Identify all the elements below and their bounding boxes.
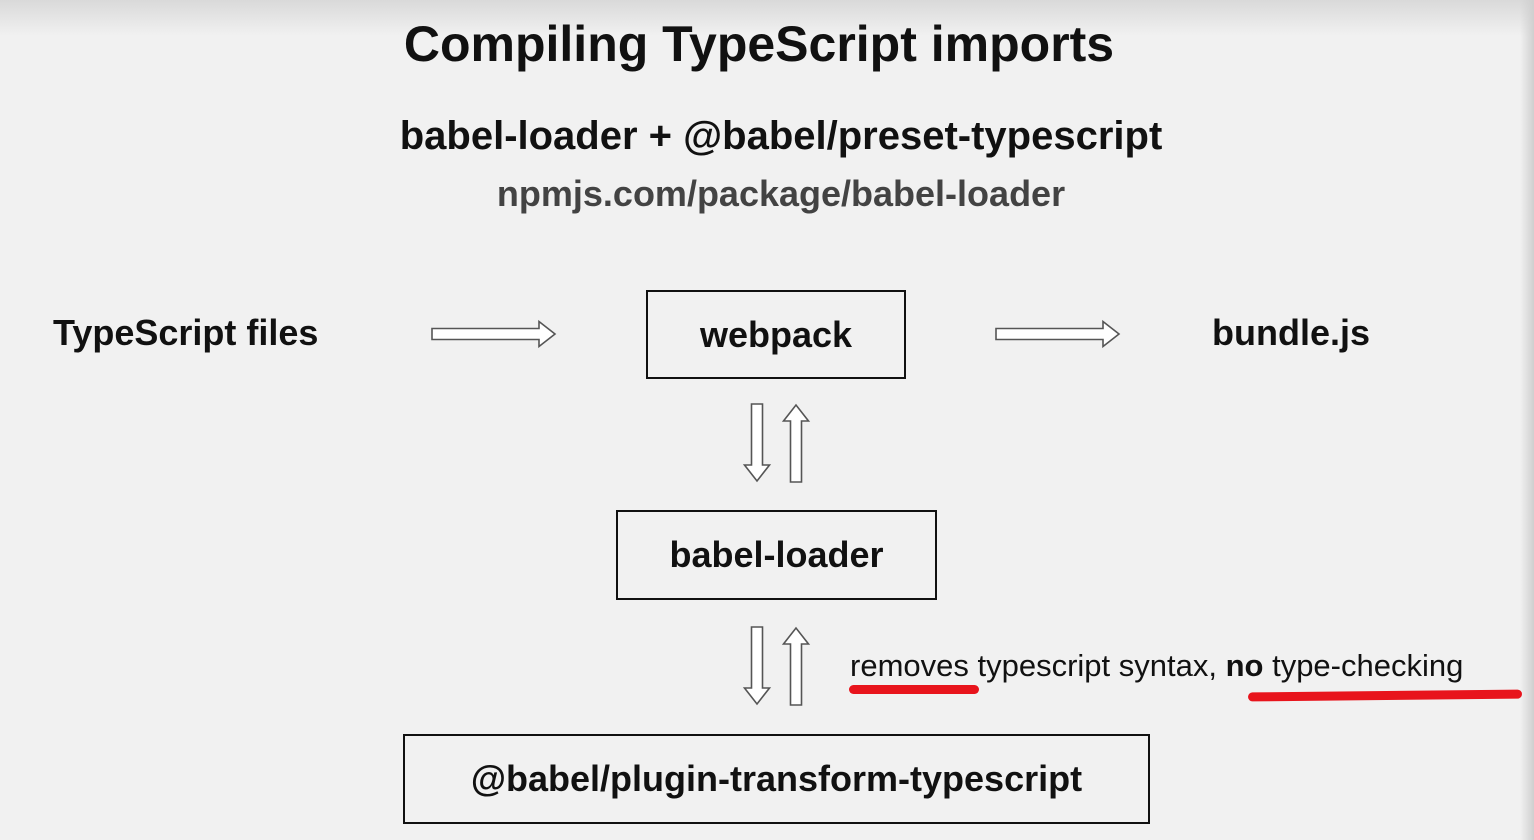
right-shadow [1520, 0, 1534, 840]
webpack-box: webpack [646, 290, 906, 379]
note-removes: removes [850, 648, 969, 683]
top-shadow [0, 0, 1534, 36]
note-end: type-checking [1263, 648, 1464, 683]
right-arrow-icon [995, 319, 1121, 349]
annotation-note: removes typescript syntax, no type-check… [850, 646, 1463, 686]
down-arrow-icon [742, 626, 772, 706]
note-no: no [1225, 648, 1264, 683]
underline-removes [849, 685, 979, 694]
slide-subtitle: babel-loader + @babel/preset-typescript [399, 114, 1163, 158]
up-arrow-icon [781, 403, 811, 483]
babel-loader-label: babel-loader [669, 534, 884, 575]
down-arrow-icon [742, 403, 772, 483]
babel-loader-box: babel-loader [616, 510, 937, 600]
up-arrow-icon [781, 626, 811, 706]
note-middle: typescript syntax, [968, 648, 1226, 683]
webpack-label: webpack [699, 313, 853, 355]
right-arrow-icon [431, 319, 557, 349]
underline-no-type-checking [1247, 689, 1523, 702]
plugin-transform-typescript-box: @babel/plugin-transform-typescript [403, 734, 1150, 824]
plugin-transform-typescript-label: @babel/plugin-transform-typescript [470, 758, 1083, 799]
typescript-files-label: TypeScript files [53, 312, 319, 353]
package-link: npmjs.com/package/babel-loader [496, 173, 1066, 214]
slide-title: Compiling TypeScript imports [403, 16, 1115, 72]
bundle-js-label: bundle.js [1212, 312, 1371, 353]
